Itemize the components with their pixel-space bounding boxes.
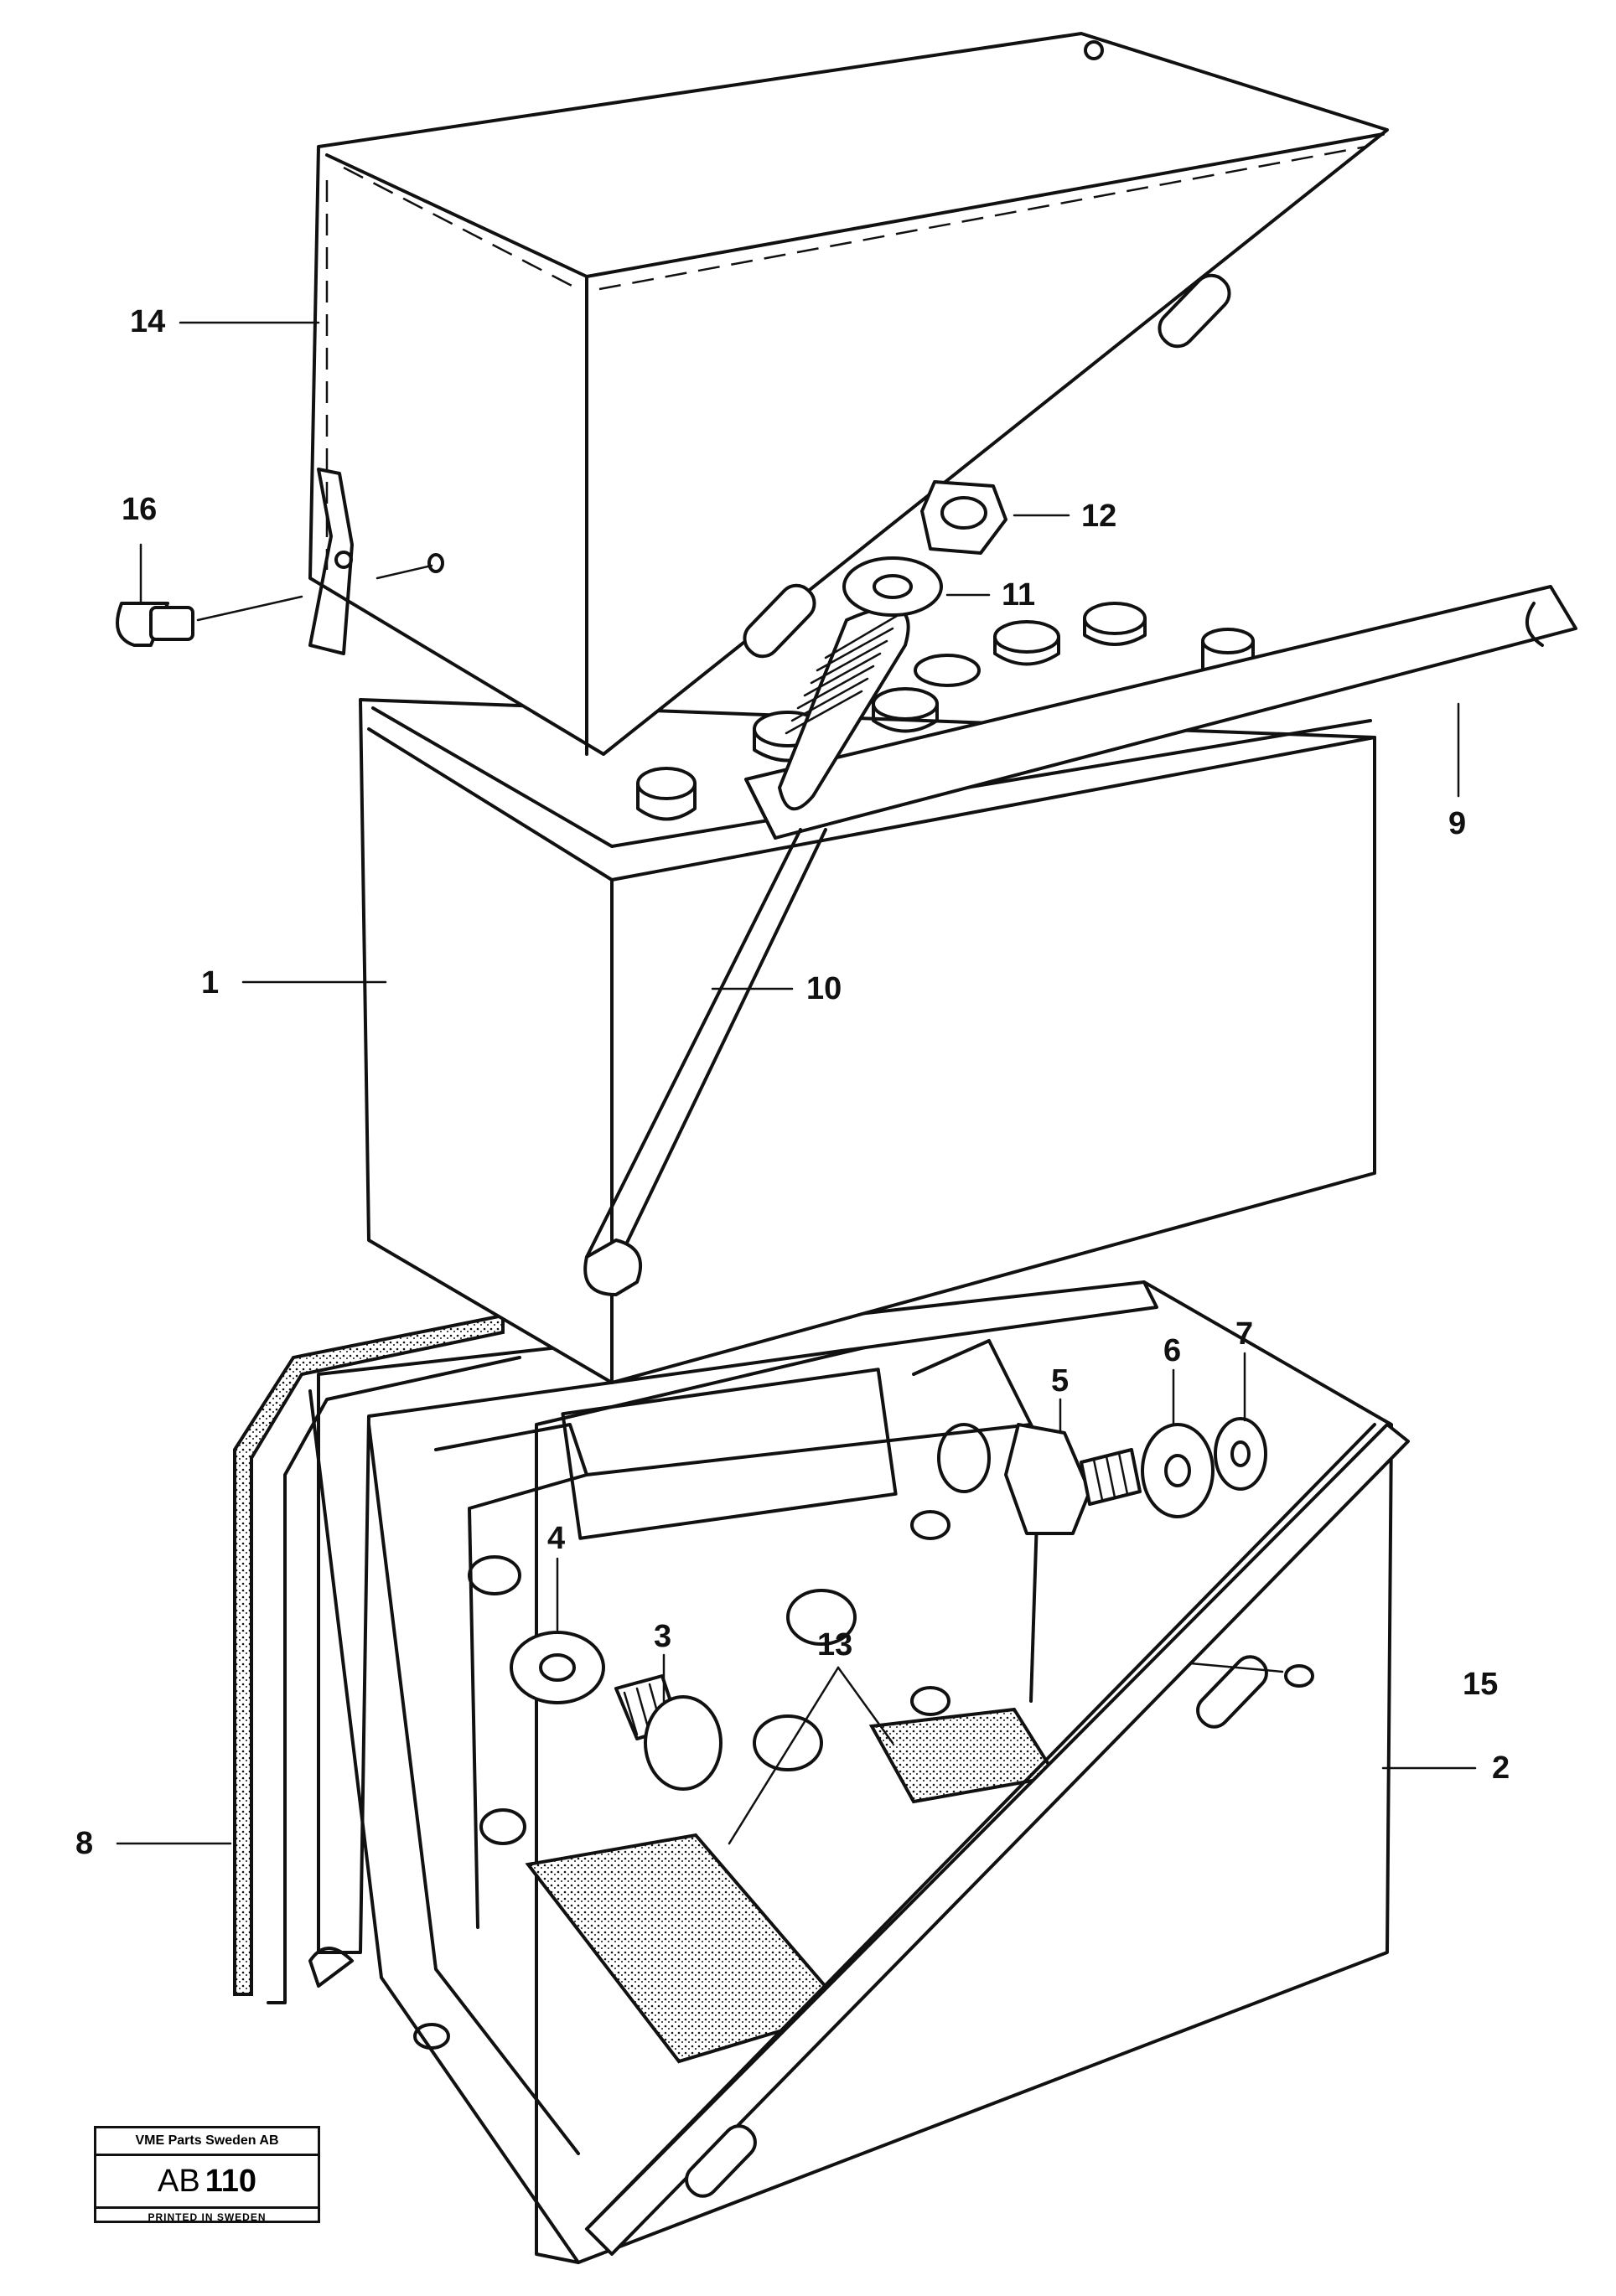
- callout-1: 1: [201, 965, 219, 1001]
- battery-box-tray: [233, 1280, 1410, 2264]
- bolt-5: [1004, 1423, 1142, 1535]
- callout-9: 9: [1448, 806, 1466, 841]
- callout-labels: 14 16 12 11 9 1 10 5 6 7 4 3 13 15 2 8: [75, 304, 1510, 1861]
- stamp-company: VME Parts Sweden AB: [96, 2128, 318, 2156]
- callout-7: 7: [1235, 1316, 1253, 1352]
- callout-14: 14: [130, 304, 165, 339]
- nut-15: [1284, 1664, 1314, 1688]
- bolt-3: [614, 1674, 723, 1791]
- callout-2: 2: [1492, 1750, 1510, 1786]
- callout-12: 12: [1081, 499, 1116, 534]
- callout-11: 11: [1002, 577, 1035, 613]
- callout-16: 16: [122, 492, 157, 527]
- spring-washer-7: [1214, 1417, 1267, 1491]
- callout-6: 6: [1163, 1333, 1181, 1368]
- callout-10: 10: [806, 971, 842, 1006]
- battery: [359, 602, 1376, 1384]
- callout-15: 15: [1463, 1667, 1498, 1702]
- stamp-code-letters: AB: [157, 2164, 200, 2199]
- stamp-code-number: 110: [205, 2164, 256, 2199]
- callout-3: 3: [654, 1619, 671, 1654]
- battery-cover: [308, 32, 1389, 756]
- callout-8: 8: [75, 1826, 93, 1861]
- washer-6: [1141, 1423, 1215, 1518]
- washer-4: [510, 1631, 605, 1704]
- callout-4: 4: [547, 1521, 565, 1556]
- clamp-bar-and-rod: [583, 585, 1577, 1296]
- washer-11: [842, 556, 943, 617]
- callout-13: 13: [817, 1627, 852, 1663]
- screw-16: [116, 602, 194, 647]
- stamp-printed: PRINTED IN SWEDEN: [148, 2211, 267, 2223]
- leader-lines: [116, 321, 1477, 1845]
- callout-5: 5: [1051, 1363, 1069, 1399]
- nut-12: [920, 480, 1007, 555]
